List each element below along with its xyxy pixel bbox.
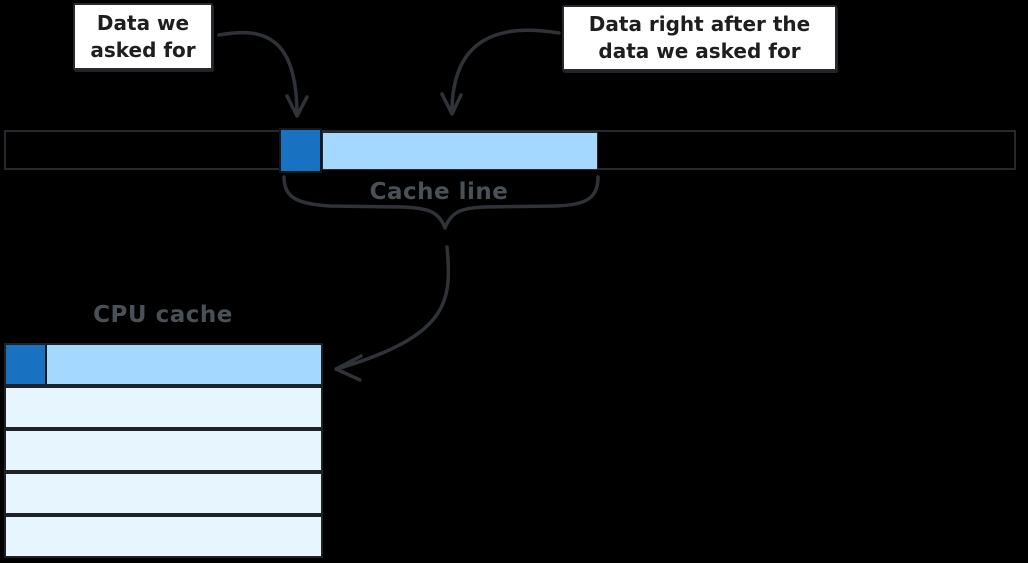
cache-row-filled — [4, 343, 323, 386]
arrow-requested — [217, 30, 309, 118]
cache-row — [4, 515, 323, 558]
cache-row — [4, 386, 323, 429]
memory-segment-requested — [279, 128, 322, 173]
callout-prefetched: Data right after the data we asked for — [562, 5, 837, 71]
cache-cell-requested — [6, 345, 47, 384]
cpu-cache-table — [4, 343, 323, 558]
callout-requested: Data we asked for — [73, 3, 213, 70]
cpu-cache-title: CPU cache — [93, 302, 233, 328]
arrow-to-cpu-cache — [334, 245, 451, 382]
cache-row — [4, 472, 323, 515]
memory-segment-prefetched — [322, 132, 598, 170]
cache-line-caption: Cache line — [369, 179, 509, 205]
cache-row — [4, 429, 323, 472]
arrow-prefetched — [440, 28, 561, 116]
